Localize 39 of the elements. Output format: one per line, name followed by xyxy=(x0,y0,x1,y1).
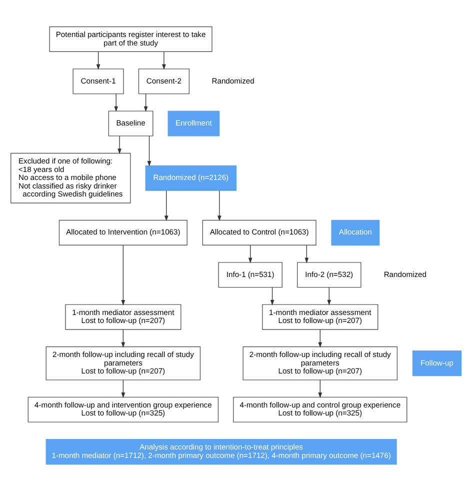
arrow xyxy=(270,286,274,305)
node-box: Info-2 (n=532) xyxy=(296,262,362,288)
arrow xyxy=(318,379,322,398)
node-box: 1-month mediator assessment Lost to follow-up (n=207) xyxy=(65,304,182,330)
label: Randomized xyxy=(384,269,426,278)
node-box: 1-month mediator assessment Lost to follow-up (n=207) xyxy=(262,304,378,330)
arrow xyxy=(121,244,126,306)
node-box: Follow-up xyxy=(412,350,462,376)
arrow xyxy=(217,190,222,221)
node-box: Excluded if one of following: <18 years old No access to a mobile phone Not classified as risky drinker according Swedish guidelines xyxy=(10,152,131,203)
node-box: Allocated to Control (n=1063) xyxy=(202,219,316,245)
node-box: 4-month follow-up and control group experience Lost to follow-up (n=325) xyxy=(233,396,408,422)
arrow xyxy=(114,93,118,112)
node-box: Potential participants register interest to take part of the study xyxy=(49,26,212,52)
node-box: 2-month follow-up including recall of study parameters Lost to follow-up (n=207) xyxy=(46,346,201,380)
node-box: Randomized (n=2126) xyxy=(145,164,237,190)
arrow xyxy=(162,51,166,70)
node-box: 4-month follow-up and intervention group experience Lost to follow-up (n=325) xyxy=(28,396,219,422)
arrow xyxy=(118,135,122,154)
arrow xyxy=(164,190,168,221)
arrow xyxy=(147,135,152,166)
arrow xyxy=(318,328,322,348)
node-box: Consent-2 xyxy=(138,68,190,94)
arrow xyxy=(304,244,309,263)
node-box: Consent-1 xyxy=(72,68,124,94)
node-box: 2-month follow-up including recall of study parameters Lost to follow-up (n=207) xyxy=(242,346,398,380)
arrow xyxy=(144,93,148,112)
arrow xyxy=(327,286,332,305)
node-box: Enrollment xyxy=(168,110,220,136)
arrow xyxy=(121,379,126,398)
node-box: Allocated to Intervention (n=1063) xyxy=(58,219,188,245)
arrow xyxy=(248,244,252,263)
node-box: Info-1 (n=531) xyxy=(218,262,282,288)
arrow xyxy=(96,51,100,70)
label: Randomized xyxy=(212,76,254,85)
node-box: Analysis according to intention-to-treat principles 1-month mediator (n=1712), 2-month primary outcome (n=1712), 4-month primary outcome (n=1476) xyxy=(46,438,397,464)
arrow xyxy=(121,328,126,348)
node-box: Allocation xyxy=(331,219,380,245)
node-box: Baseline xyxy=(108,110,154,136)
